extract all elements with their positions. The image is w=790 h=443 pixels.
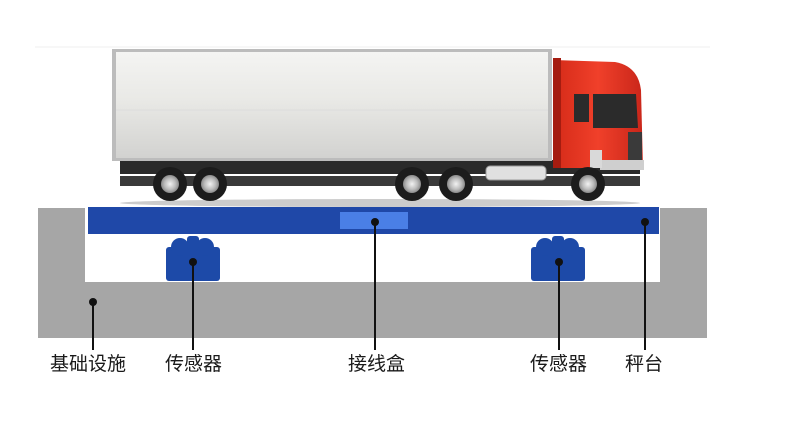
truck-wheels [153, 167, 605, 201]
truck [112, 49, 644, 207]
label-sensor-left: 传感器 [165, 353, 223, 375]
label-foundation: 基础设施 [50, 353, 127, 375]
label-sensor-right: 传感器 [530, 353, 588, 375]
label-platform: 秤台 [625, 353, 664, 375]
leader-lines [89, 218, 649, 350]
foundation [38, 208, 707, 338]
label-junction-box: 接线盒 [348, 353, 406, 375]
